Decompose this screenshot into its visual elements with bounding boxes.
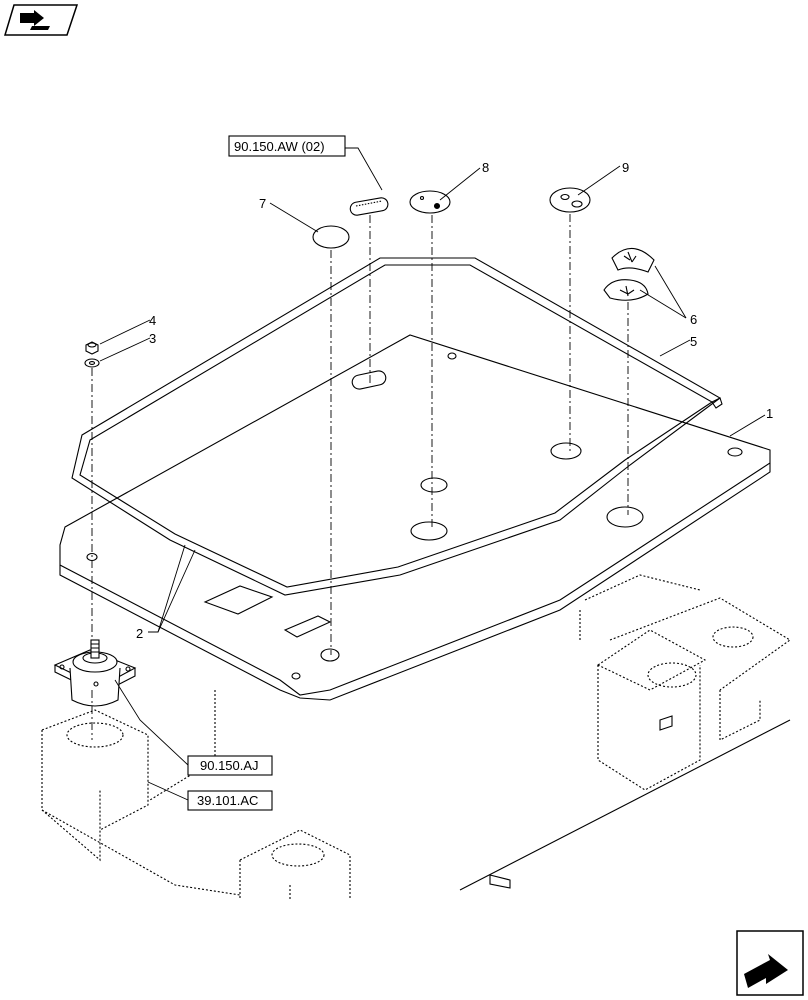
split-grommet-part (603, 247, 655, 301)
ref-label-top[interactable]: 90.150.AW (02) (234, 139, 325, 154)
ref-box-mount (187, 755, 273, 776)
callout-5: 5 (690, 334, 697, 349)
callout-2: 2 (136, 626, 143, 641)
washer-part (84, 358, 100, 368)
callout-9: 9 (622, 160, 629, 175)
next-arrow-icon[interactable] (736, 930, 804, 996)
grommet-9-part (549, 187, 591, 213)
leader-lines (99, 147, 766, 801)
callout-8: 8 (482, 160, 489, 175)
slot-grommet-part (349, 197, 389, 216)
grommet-8-part (409, 190, 451, 214)
nut-part (85, 341, 99, 355)
callout-7: 7 (259, 196, 266, 211)
isolator-mount (53, 639, 137, 707)
ref-label-frame[interactable]: 39.101.AC (197, 793, 258, 808)
ref-box-frame (187, 790, 273, 811)
floor-plate (59, 334, 771, 701)
round-plug-part (312, 225, 350, 249)
callout-6: 6 (690, 312, 697, 327)
book-arrow-icon[interactable] (4, 4, 78, 36)
callout-1: 1 (766, 406, 773, 421)
ref-box-top (228, 135, 346, 157)
ref-label-mount[interactable]: 90.150.AJ (200, 758, 259, 773)
callout-3: 3 (149, 331, 156, 346)
seal-frame (71, 257, 723, 596)
callout-4: 4 (149, 313, 156, 328)
lower-frame-solid-lines (459, 715, 791, 891)
assembly-centerlines (91, 214, 629, 740)
